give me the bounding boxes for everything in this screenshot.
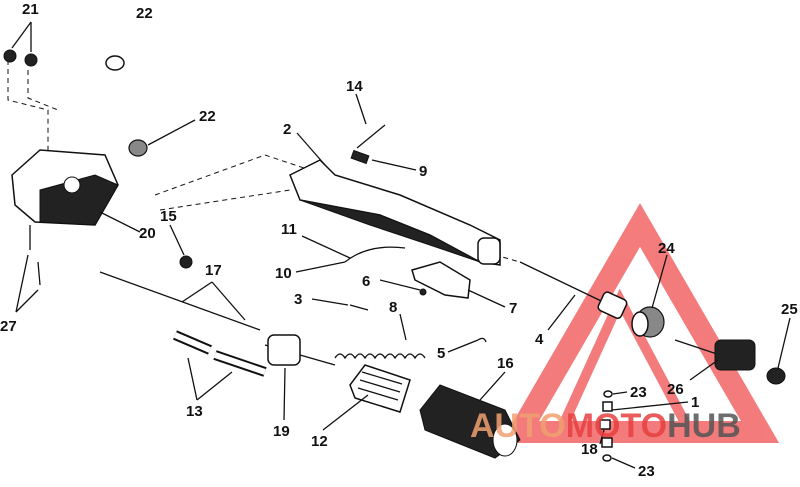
leader-lines [11, 21, 791, 469]
bushing-24 [631, 306, 665, 338]
bracket-7 [411, 261, 471, 299]
label-2: 2 [283, 121, 291, 138]
washer-22 [128, 139, 148, 157]
nut-15 [179, 255, 193, 269]
watermark-text: AUTOMOTOHUB [470, 407, 741, 445]
label-21: 21 [22, 1, 39, 18]
spring-8 [334, 353, 426, 360]
label-5: 5 [437, 345, 445, 362]
cylinder-19 [267, 334, 301, 366]
pin-3 [349, 304, 369, 311]
cap-25 [766, 367, 786, 385]
label-19: 19 [273, 423, 290, 440]
label-3: 3 [294, 291, 302, 308]
label-24: 24 [658, 240, 675, 257]
label-10: 10 [275, 265, 292, 282]
handle-16 [419, 384, 521, 459]
label-22-top: 22 [136, 5, 153, 22]
shaft-26 [674, 339, 756, 371]
label-9: 9 [419, 163, 427, 180]
label-16: 16 [497, 355, 514, 372]
rods-13 [173, 330, 267, 377]
label-8: 8 [389, 299, 397, 316]
label-4: 4 [535, 331, 544, 348]
bolt-14 [356, 124, 386, 149]
label-15: 15 [160, 208, 177, 225]
bracket-20 [11, 149, 119, 226]
label-11: 11 [281, 221, 297, 238]
label-13: 13 [186, 403, 203, 420]
bolts-27 [29, 225, 41, 286]
screw-6 [419, 288, 427, 296]
grip-12 [349, 364, 411, 413]
label-17: 17 [205, 262, 222, 279]
label-20: 20 [139, 225, 156, 242]
wire-11 [344, 246, 406, 263]
clip-9 [350, 149, 370, 165]
label-23: 23 [638, 463, 655, 480]
label-14: 14 [346, 78, 363, 95]
label-26: 26 [667, 381, 684, 398]
label-1: 1 [691, 394, 699, 411]
washer-22-top [105, 55, 125, 71]
label-7: 7 [509, 300, 517, 317]
small-parts-1-18-23 [599, 390, 613, 462]
label-18: 18 [581, 441, 598, 458]
label-12: 12 [311, 433, 328, 450]
label-27: 27 [0, 318, 17, 335]
clip-5 [477, 337, 487, 343]
nuts-21 [3, 49, 38, 67]
shaft-4 [519, 261, 628, 319]
watermark-logo [500, 203, 780, 443]
tiller-arm-2 [289, 159, 501, 266]
label-23-top: 23 [630, 384, 647, 401]
label-25: 25 [781, 301, 798, 318]
label-6: 6 [362, 273, 370, 290]
label-22: 22 [199, 108, 216, 125]
